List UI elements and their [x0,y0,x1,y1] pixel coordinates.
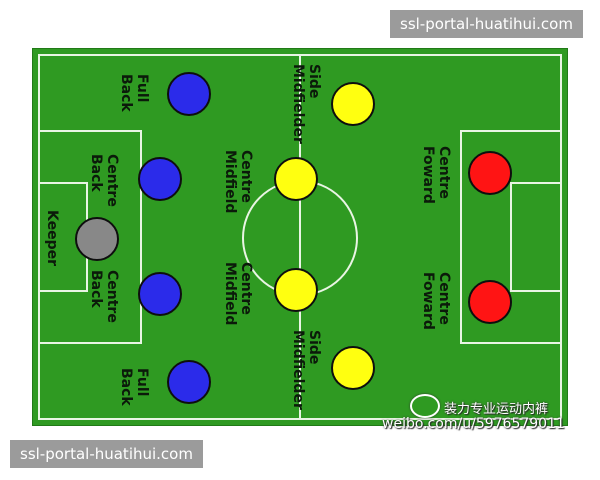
right-centre-midfield-player [274,268,318,312]
keeper-player [75,217,119,261]
watermark-bottom: ssl-portal-huatihui.com [10,440,203,468]
football-pitch [32,48,568,426]
right-side-midfielder-player [331,346,375,390]
right-goal-area [510,182,562,292]
left-centre-foward-player [468,151,512,195]
keeper-label: Keeper [44,210,60,267]
left-centre-back-player [138,157,182,201]
left-full-back-player [167,72,211,116]
watermark-top: ssl-portal-huatihui.com [390,10,583,38]
weibo-caption: 装力专业运动内裤 [444,402,549,417]
right-full-back-player [167,360,211,404]
left-centre-midfield-player [274,157,318,201]
right-centre-back-player [138,272,182,316]
right-centre-foward-player [468,280,512,324]
left-side-midfielder-player [331,82,375,126]
weibo-icon [410,394,440,418]
weibo-url: weibo.com/u/5976579011 [382,416,565,432]
